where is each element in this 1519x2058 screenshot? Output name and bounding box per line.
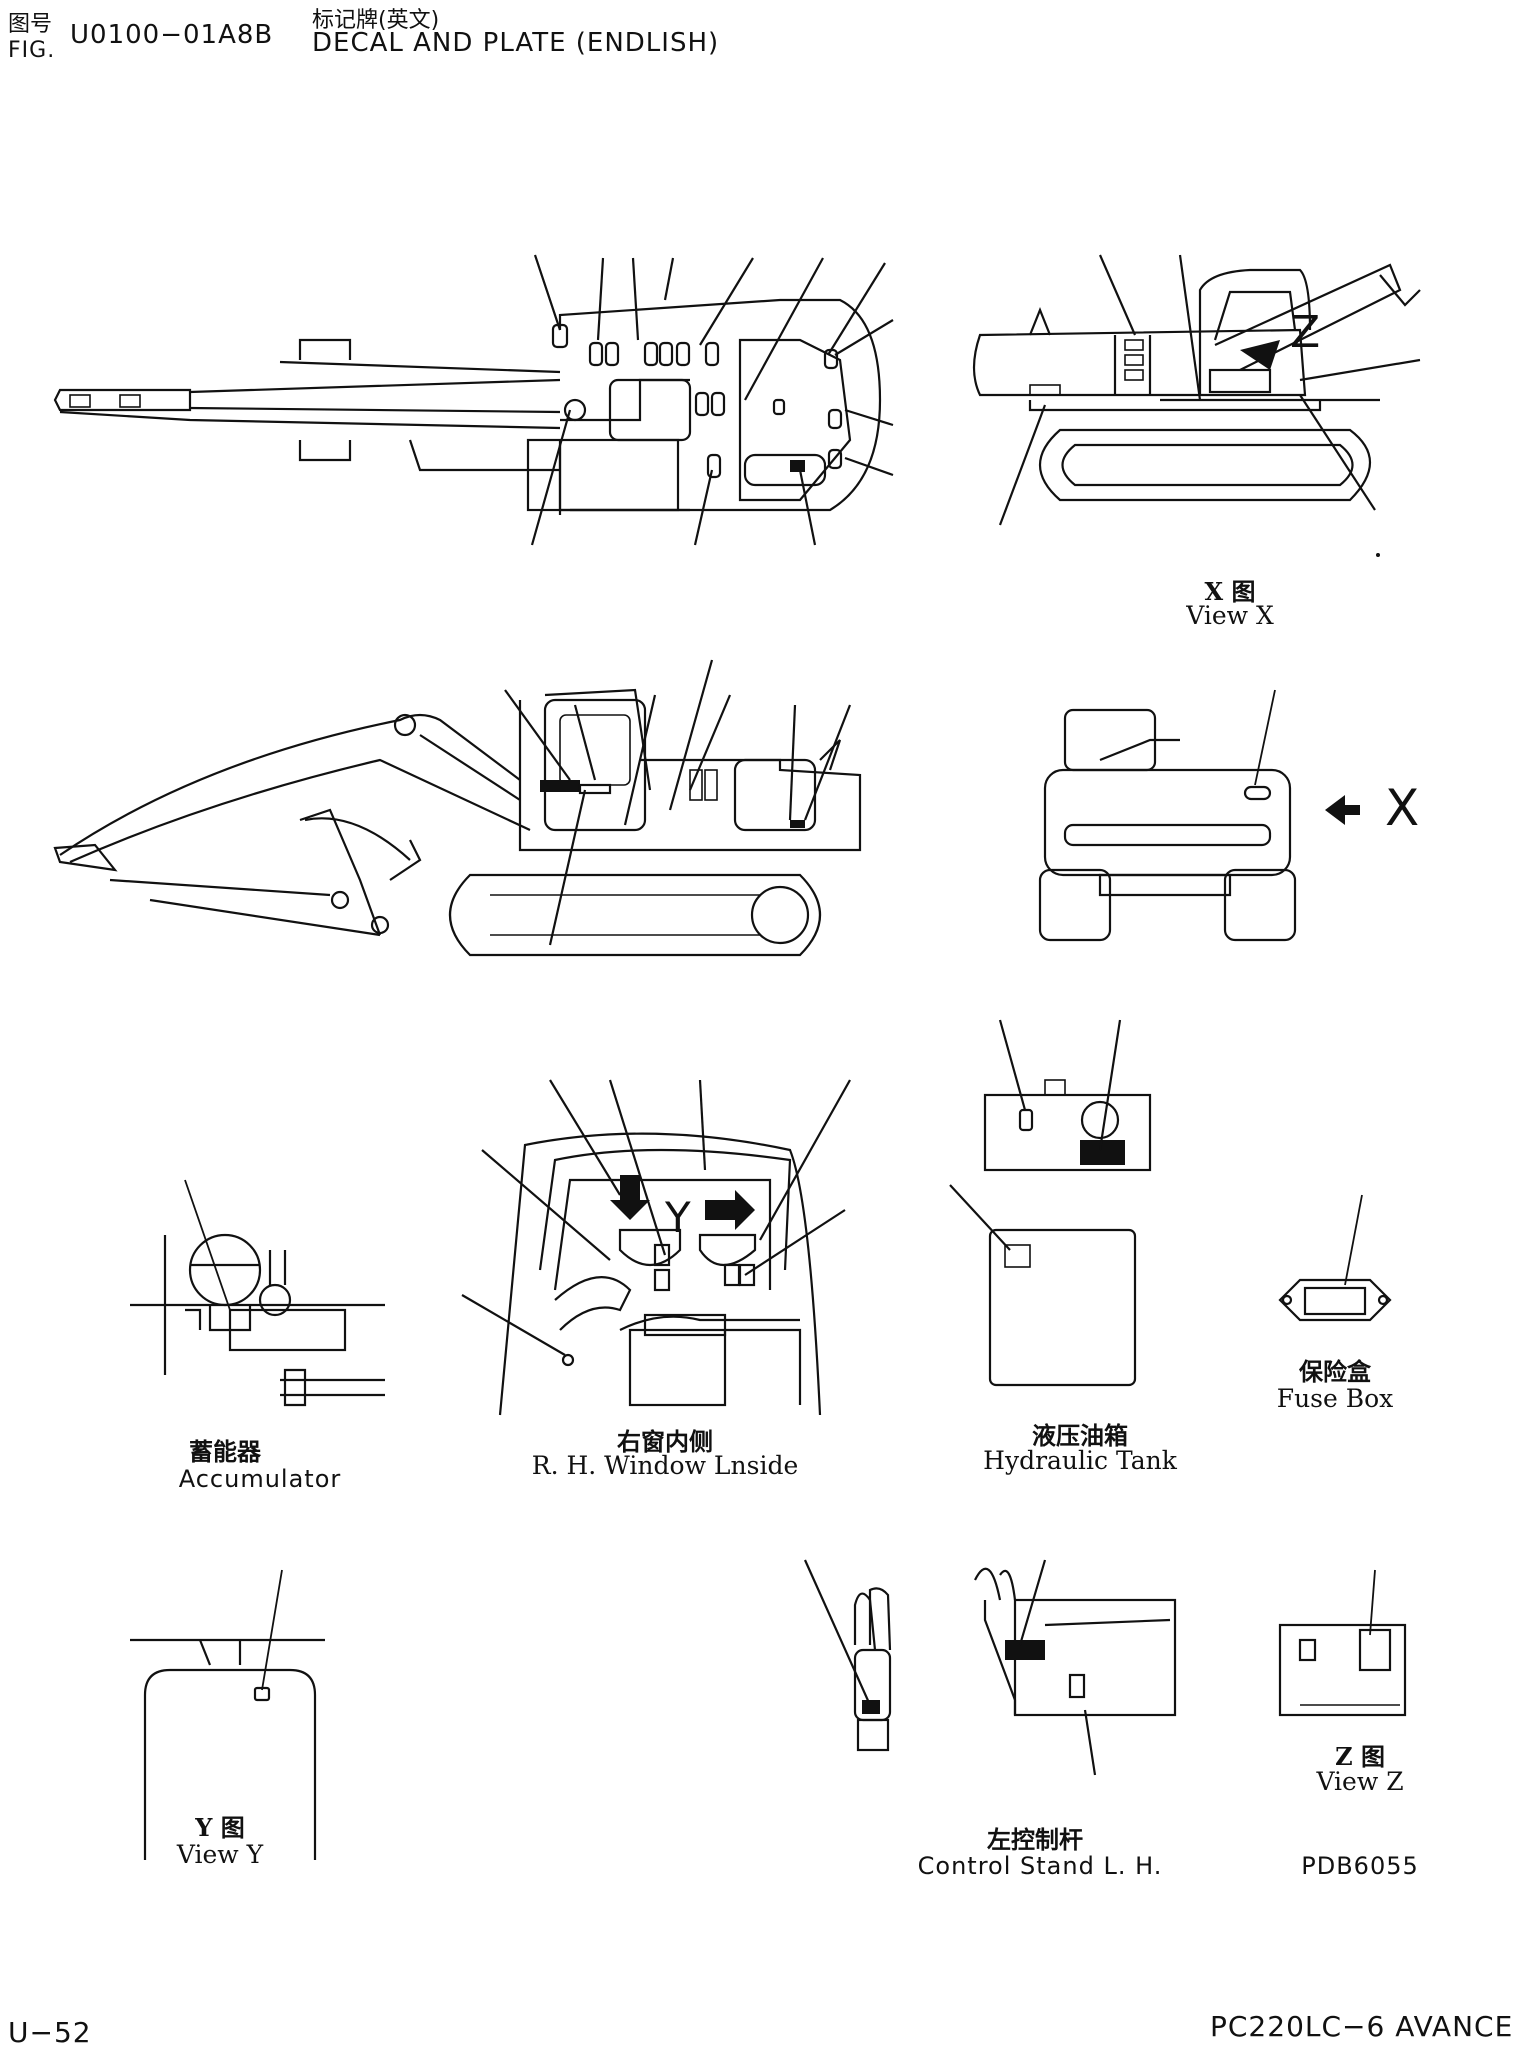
page-number: U−52 — [8, 2016, 92, 2049]
rear-view — [1038, 689, 1360, 942]
view-x-label-en: View X — [1186, 601, 1274, 630]
drawing-code: PDB6055 — [1301, 1852, 1419, 1880]
rh-window-label-en: R. H. Window Lnside — [531, 1451, 799, 1480]
fig-label-en: FIG. — [8, 38, 56, 63]
fuse-box-drawing — [1278, 1194, 1392, 1322]
accumulator-label-cn: 蓄能器 — [189, 1437, 261, 1466]
control-stand-label-en: Control Stand L. H. — [917, 1852, 1163, 1880]
accumulator-drawing — [130, 1179, 385, 1407]
rh-window-label-cn: 右窗内侧 — [617, 1427, 713, 1456]
view-x-label-cn: X 图 — [1204, 577, 1256, 606]
side-view-x — [972, 254, 1421, 526]
hydraulic-tank-drawing — [949, 1019, 1152, 1387]
control-stand-label-cn: 左控制杆 — [987, 1825, 1083, 1854]
view-y-drawing — [130, 1569, 325, 1860]
title-en: DECAL AND PLATE (ENDLISH) — [312, 28, 720, 58]
fuse-box-label-cn: 保险盒 — [1299, 1357, 1371, 1386]
view-y-label-en: View Y — [176, 1840, 264, 1869]
z-mark: Z — [1290, 307, 1320, 358]
view-y-label-cn: Y 图 — [195, 1813, 245, 1842]
fuse-box-label-en: Fuse Box — [1276, 1384, 1394, 1413]
fig-number: U0100−01A8B — [70, 20, 274, 50]
accumulator-label-en: Accumulator — [178, 1465, 342, 1493]
title-cn: 标记牌(英文) — [312, 8, 440, 33]
view-z-drawing — [1278, 1569, 1407, 1717]
hydraulic-tank-label-en: Hydraulic Tank — [983, 1446, 1177, 1475]
side-view-excavator — [53, 659, 862, 957]
control-stand-drawing — [803, 1559, 1177, 1776]
model-name: PC220LC−6 AVANCE — [1210, 2010, 1514, 2043]
y-mark: Y — [664, 1193, 691, 1242]
top-view-excavator — [53, 254, 894, 546]
fig-label-cn: 图号 — [8, 12, 53, 37]
hydraulic-tank-label-cn: 液压油箱 — [1032, 1421, 1128, 1450]
view-z-label-cn: Z 图 — [1335, 1742, 1385, 1771]
view-z-label-en: View Z — [1316, 1767, 1404, 1796]
rh-window-drawing — [461, 1079, 851, 1416]
x-mark: X — [1385, 779, 1419, 837]
